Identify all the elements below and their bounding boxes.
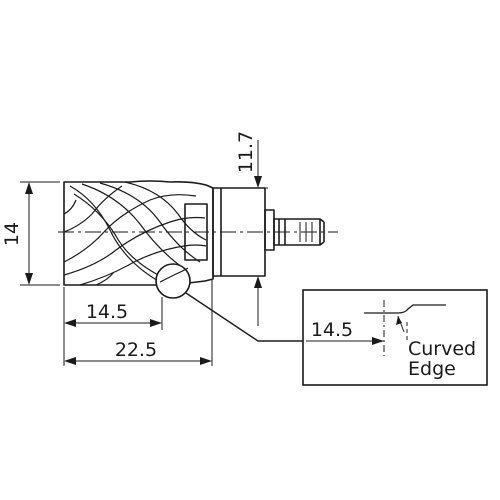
curved-edge-label-line2: Edge: [408, 358, 456, 380]
helical-flutes: [63, 181, 207, 286]
dim-14-5-label: 14.5: [86, 301, 128, 323]
dim-14-label: 14: [1, 222, 23, 246]
curved-edge-label-line1: Curved: [408, 338, 476, 360]
detail-leader: [185, 292, 303, 342]
curved-edge-profile: [364, 304, 446, 314]
detail-box: [302, 289, 488, 386]
cutting-head-outline: [63, 180, 214, 286]
detail-circle: [155, 263, 191, 299]
dim-22-5-label: 22.5: [115, 339, 157, 361]
detail-dim-label: 14.5: [311, 319, 353, 341]
collar: [264, 209, 275, 251]
dimension-arrows: [25, 176, 262, 365]
dimension-lines: [20, 140, 268, 366]
dim-11-7-label: 11.7: [235, 131, 257, 173]
